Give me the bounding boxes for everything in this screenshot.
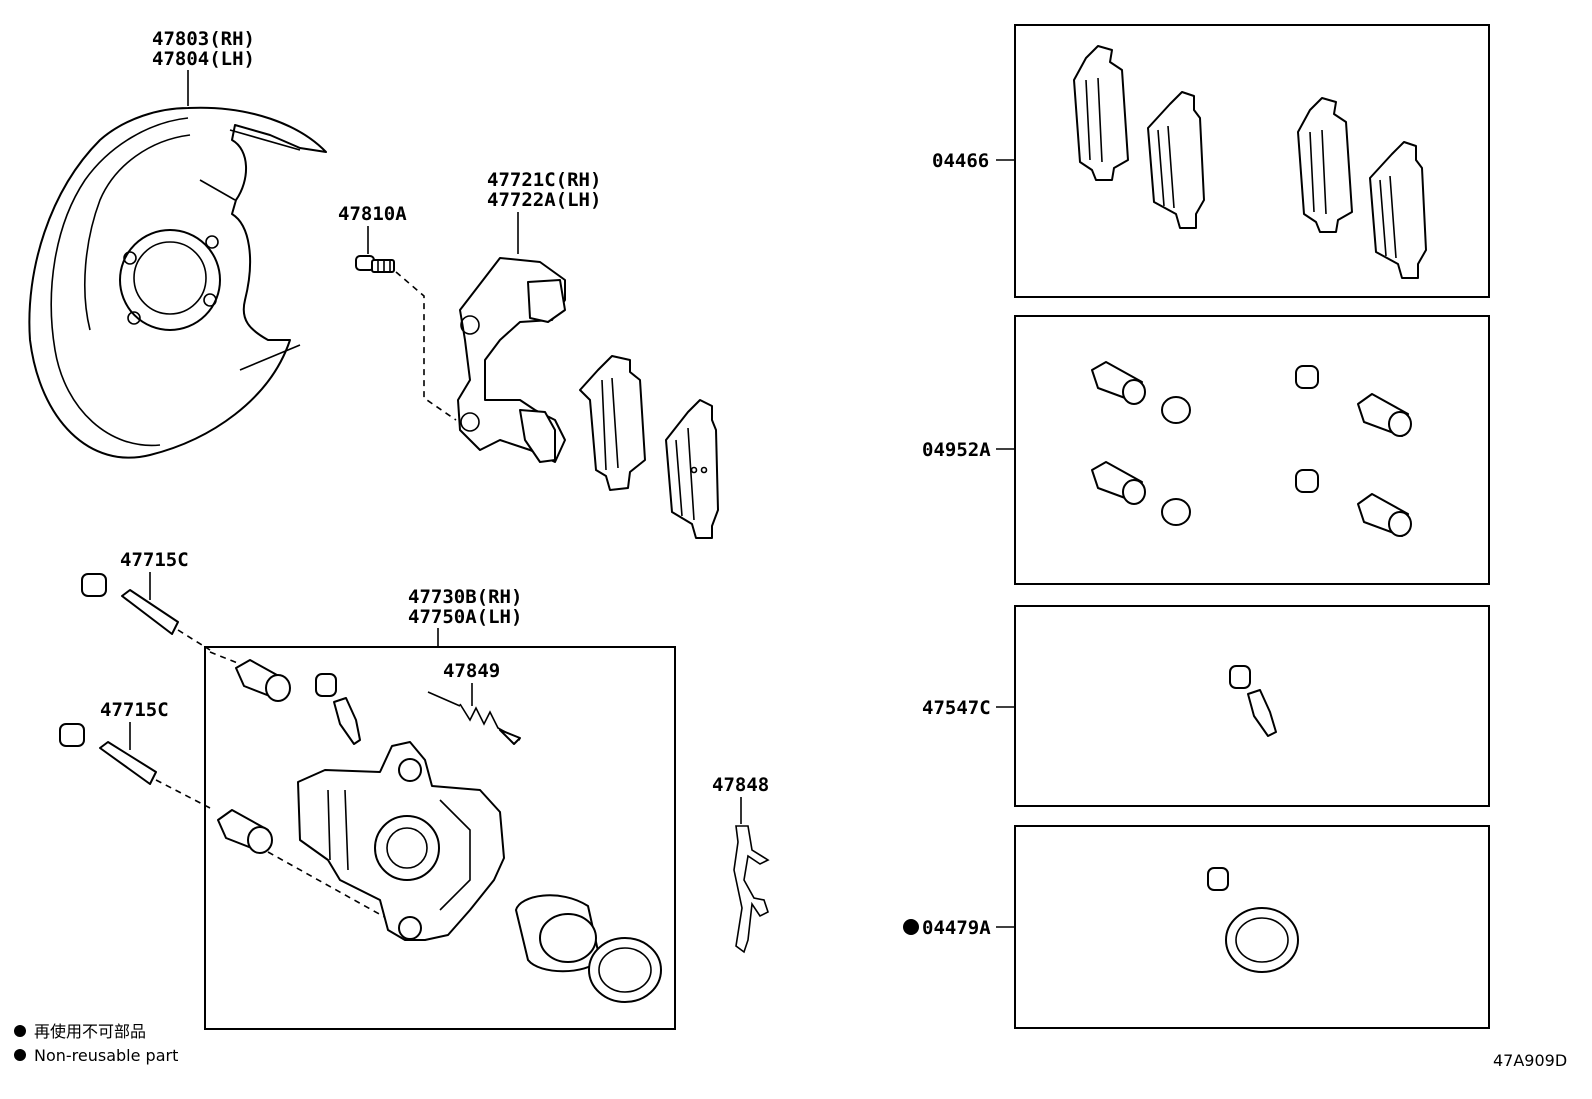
caliper-label-rh: 47730B(RH) (408, 586, 522, 608)
piston (515, 894, 601, 973)
legend-bullet-jp (14, 1025, 26, 1037)
caliper-body (297, 741, 505, 941)
tension-spring (427, 691, 521, 745)
piston-seal (588, 937, 662, 1003)
legend-bullet-en (14, 1049, 26, 1061)
bleeder-kit-label: 47547C (922, 697, 991, 719)
caliper-bush-lower (217, 809, 273, 854)
pad-kit-label: 04466 (932, 150, 989, 172)
brake-pad-inner (665, 399, 719, 539)
brake-pad-outer (579, 355, 646, 491)
guide-pin-lower (59, 723, 157, 785)
legend-japanese: 再使用不可部品 (34, 1022, 146, 1041)
bleeder-kit-box (1014, 605, 1490, 807)
non-reusable-marker (903, 919, 919, 935)
bush-kit-parts (1091, 361, 1412, 537)
seal-kit-parts (1207, 867, 1299, 973)
shield-label-rh: 47803(RH) (152, 28, 255, 50)
pad-kit-pads (1073, 45, 1427, 279)
pin-lower-label: 47715C (100, 699, 169, 721)
bush-kit-label: 04952A (922, 439, 991, 461)
seal-kit-label: 04479A (922, 917, 991, 939)
mounting-label-lh: 47722A(LH) (487, 189, 601, 211)
bleeder-screw (315, 673, 361, 745)
spring-label: 47849 (443, 660, 500, 682)
pad-kit-box (1014, 24, 1490, 298)
bolt (355, 255, 395, 273)
caliper-bush-upper (235, 659, 291, 702)
mounting-bracket (457, 257, 566, 463)
dust-shield (28, 106, 327, 459)
shield-label-lh: 47804(LH) (152, 48, 255, 70)
pin-upper-label: 47715C (120, 549, 189, 571)
bleeder-kit-parts (1229, 665, 1277, 737)
legend-english: Non-reusable part (34, 1046, 178, 1065)
bolt-label: 47810A (338, 203, 407, 225)
clip-label: 47848 (712, 774, 769, 796)
caliper-label-lh: 47750A(LH) (408, 606, 522, 628)
pad-clip (733, 825, 770, 954)
guide-pin-upper (81, 573, 179, 635)
mounting-label-rh: 47721C(RH) (487, 169, 601, 191)
bush-kit-box (1014, 315, 1490, 585)
caliper-assembly-box (204, 646, 676, 1030)
diagram-code: 47A909D (1493, 1051, 1567, 1070)
